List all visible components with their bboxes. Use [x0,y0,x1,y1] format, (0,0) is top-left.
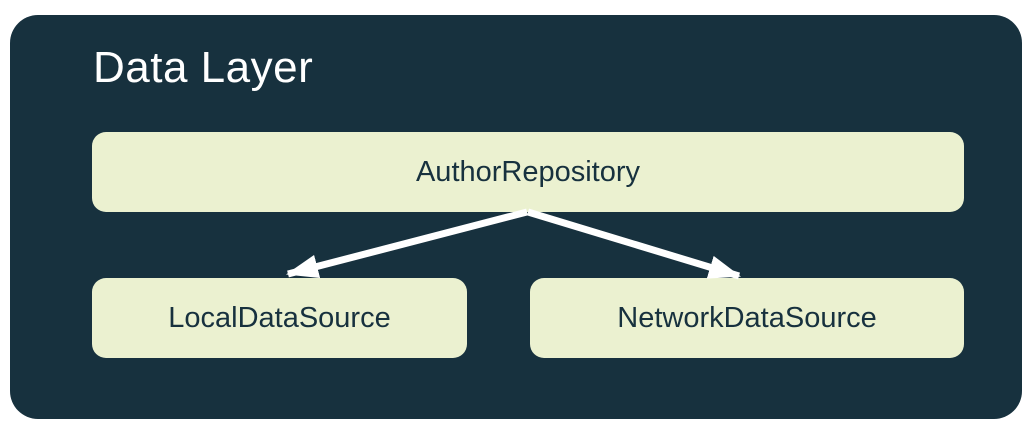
diagram-title: Data Layer [93,43,314,92]
node-author-repository: AuthorRepository [92,132,964,212]
node-network-data-source: NetworkDataSource [530,278,964,358]
node-author-repository-label: AuthorRepository [415,155,641,188]
node-local-data-source: LocalDataSource [92,278,467,358]
node-network-data-source-label: NetworkDataSource [617,301,877,334]
node-local-data-source-label: LocalDataSource [168,301,391,334]
